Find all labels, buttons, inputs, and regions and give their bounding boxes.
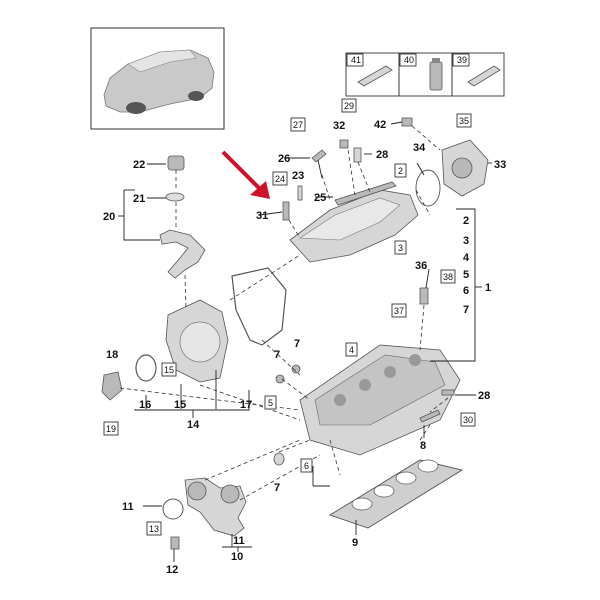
label-21: 21 <box>133 193 145 205</box>
label-20: 20 <box>103 211 115 223</box>
label-5: 5 <box>463 269 469 281</box>
label-42: 42 <box>374 119 386 131</box>
label-14: 14 <box>187 419 200 431</box>
label-25: 25 <box>314 192 326 204</box>
lower-left-parts <box>162 477 247 550</box>
box-label-37: 37 <box>394 306 404 316</box>
guide-lines <box>119 125 449 501</box>
label-41: 41 <box>351 55 361 65</box>
label-7-c: 7 <box>274 482 280 494</box>
label-11-left: 11 <box>122 501 134 513</box>
label-28-top: 28 <box>376 149 388 161</box>
label-10: 10 <box>231 551 243 563</box>
box-label-19: 19 <box>106 424 116 434</box>
boxed-labels: 27 29 35 24 2 3 38 37 4 5 6 15 19 30 13 <box>103 98 476 536</box>
label-12: 12 <box>166 564 178 576</box>
label-34: 34 <box>413 142 426 154</box>
box-label-2: 2 <box>398 166 403 176</box>
label-3: 3 <box>463 235 469 247</box>
label-39: 39 <box>457 55 467 65</box>
box-label-6: 6 <box>304 461 309 471</box>
label-4: 4 <box>463 252 470 264</box>
consumables-panel: 41 40 39 <box>345 52 505 97</box>
label-31: 31 <box>256 210 268 222</box>
box-label-29: 29 <box>344 101 354 111</box>
leader-lines <box>118 121 492 562</box>
label-7-a: 7 <box>274 349 280 361</box>
label-17: 17 <box>240 399 252 411</box>
label-40: 40 <box>404 55 414 65</box>
cylinder-head <box>273 344 461 466</box>
label-23: 23 <box>292 170 304 182</box>
label-22: 22 <box>133 159 145 171</box>
head-gasket <box>328 459 464 529</box>
box-label-15: 15 <box>164 365 174 375</box>
label-6: 6 <box>463 285 469 297</box>
label-11-bottom: 11 <box>233 535 245 547</box>
label-1: 1 <box>485 282 491 294</box>
box-label-13: 13 <box>149 524 159 534</box>
label-15: 15 <box>174 399 186 411</box>
label-32: 32 <box>333 120 345 132</box>
box-label-24: 24 <box>275 174 285 184</box>
label-36: 36 <box>415 260 427 272</box>
part-labels: 22 21 20 31 23 26 25 32 28 42 34 33 2 3 … <box>103 119 506 576</box>
box-label-38: 38 <box>443 272 453 282</box>
box-label-5: 5 <box>268 398 273 408</box>
upper-parts <box>282 117 489 305</box>
label-7-right: 7 <box>463 304 469 316</box>
box-label-3: 3 <box>398 243 403 253</box>
highlight-arrow <box>221 150 270 199</box>
label-16: 16 <box>139 399 151 411</box>
label-8: 8 <box>420 440 426 452</box>
left-parts <box>101 155 287 401</box>
box-label-35: 35 <box>459 116 469 126</box>
box-label-4: 4 <box>349 345 354 355</box>
label-28-right: 28 <box>478 390 490 402</box>
box-label-27: 27 <box>293 120 303 130</box>
box-label-30: 30 <box>463 415 473 425</box>
label-26: 26 <box>278 153 290 165</box>
label-33: 33 <box>494 159 506 171</box>
label-7-b: 7 <box>294 338 300 350</box>
label-9: 9 <box>352 537 358 549</box>
label-2: 2 <box>463 215 469 227</box>
label-18: 18 <box>106 349 118 361</box>
vehicle-inset <box>90 27 225 130</box>
